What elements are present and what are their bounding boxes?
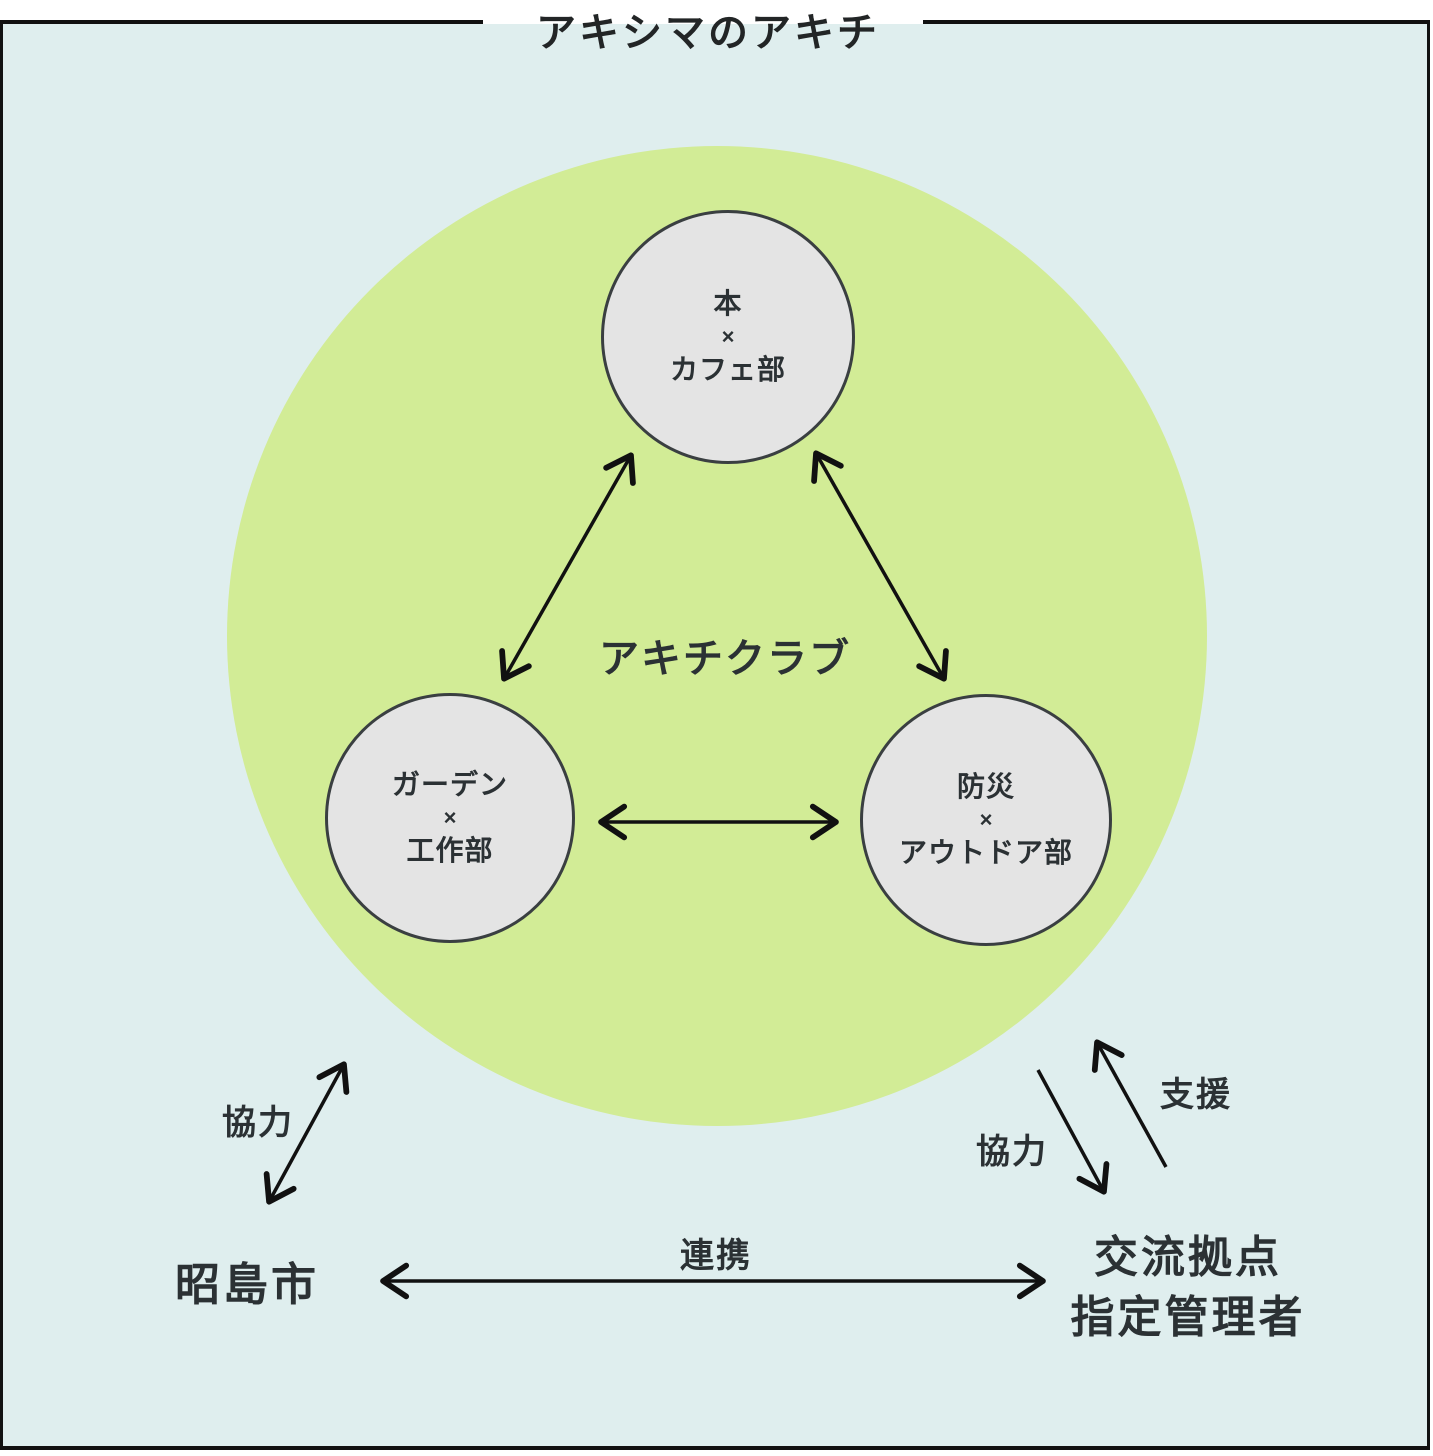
label-exchange-hub-manager: 交流拠点 指定管理者 [1071,1228,1306,1348]
node-bosai-outdoor: 防災 × アウトドア部 [860,694,1112,946]
node-book-cafe: 本 × カフェ部 [601,210,855,464]
manager-line-1: 交流拠点 [1094,1233,1282,1282]
diagram-title: アキシマのアキチ [536,11,880,55]
node-label-line: アウトドア部 [898,837,1073,868]
node-label-line: ガーデン [391,769,508,800]
frame-top-border-right [923,20,1430,24]
manager-line-2: 指定管理者 [1070,1293,1306,1342]
label-akishima-city: 昭島市 [174,1259,320,1310]
node-label-line: 防災 [956,771,1015,802]
frame-top-border-left [0,20,483,24]
node-label-line: 本 [713,288,743,319]
node-label-line: 工作部 [406,835,494,866]
label-support: 支援 [1160,1076,1232,1114]
label-cooperation-city: 協力 [222,1104,294,1142]
node-garden-craft: ガーデン × 工作部 [325,693,575,943]
label-collaboration: 連携 [680,1237,752,1275]
akichi-club-label: アキチクラブ [599,637,851,681]
cross-icon: × [443,805,457,830]
node-label-line: カフェ部 [669,354,786,385]
cross-icon: × [721,324,735,349]
cross-icon: × [979,807,993,832]
label-cooperation-manager: 協力 [976,1133,1048,1171]
